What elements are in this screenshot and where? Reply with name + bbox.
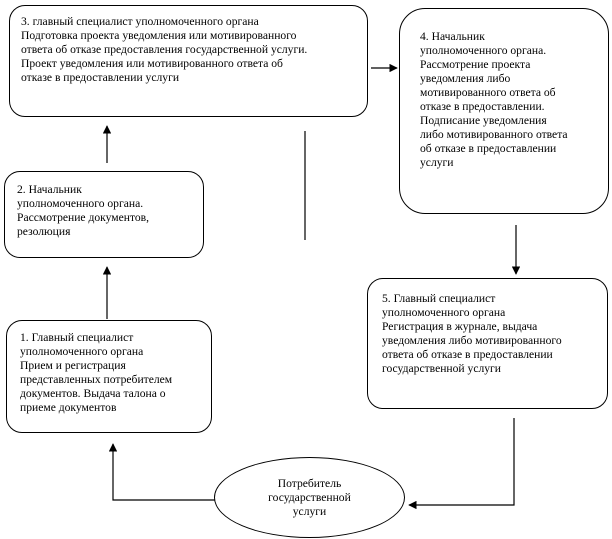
step3-line: Проект уведомления или мотивированного о… [21,57,283,70]
step2-line: уполномоченного органа. [17,197,144,210]
step4-line: Подписание уведомления [420,114,547,127]
step5-box: 5. Главный специалист уполномоченного ор… [367,278,608,409]
step1-box: 1. Главный специалист уполномоченного ор… [6,320,212,433]
consumer-line: услуги [292,504,327,518]
step2-line: 2. Начальник [17,183,82,196]
step3-line: Подготовка проекта уведомления или мотив… [21,29,297,42]
step4-line: отказе в предоставлении. [420,100,545,113]
consumer-line: государственной [268,490,351,504]
step2-line: Рассмотрение документов, [17,211,150,224]
step5-line: государственной услуги [382,362,502,375]
step4-line: либо мотивированного ответа [420,128,568,141]
step1-line: уполномоченного органа [20,345,144,358]
step2-box: 2. Начальник уполномоченного органа. Рас… [4,171,204,258]
step4-line: Рассмотрение проекта [420,58,531,71]
step3-line: отказе в предоставлении услуги [21,71,180,84]
step4-line: об отказе в предоставлении [420,142,557,155]
step1-line: 1. Главный специалист [20,331,134,344]
step4-line: уполномоченного органа. [420,44,547,57]
step5-line: Регистрация в журнале, выдача [382,320,538,333]
step4-line: 4. Начальник [420,30,485,43]
step4-box: 4. Начальник уполномоченного органа. Рас… [399,8,609,214]
step3-box: 3. главный специалист уполномоченного ор… [9,5,368,117]
step4-line: услуги [420,156,454,169]
step5-line: 5. Главный специалист [382,292,496,305]
arrow-step5-to-consumer [408,418,515,510]
step2-line: резолюция [17,225,71,238]
arrow-consumer-to-step1 [108,443,215,501]
step1-line: представленных потребителем [20,373,173,386]
step3-line: ответа об отказе предоставления государс… [21,43,308,56]
step1-line: Прием и регистрация [20,359,126,372]
step4-line: уведомления либо [420,72,511,85]
step3-line: 3. главный специалист уполномоченного ор… [21,15,259,28]
step5-line: уведомления либо мотивированного [382,334,562,347]
consumer-line: Потребитель [277,476,342,490]
consumer-ellipse: Потребитель государственной услуги [214,457,405,538]
step1-line: документов. Выдача талона о [20,387,166,400]
step4-line: мотивированного ответа об [420,86,556,99]
step5-line: ответа об отказе в предоставлении [382,348,553,361]
step1-line: приеме документов [20,401,117,414]
step5-line: уполномоченного органа [382,306,506,319]
